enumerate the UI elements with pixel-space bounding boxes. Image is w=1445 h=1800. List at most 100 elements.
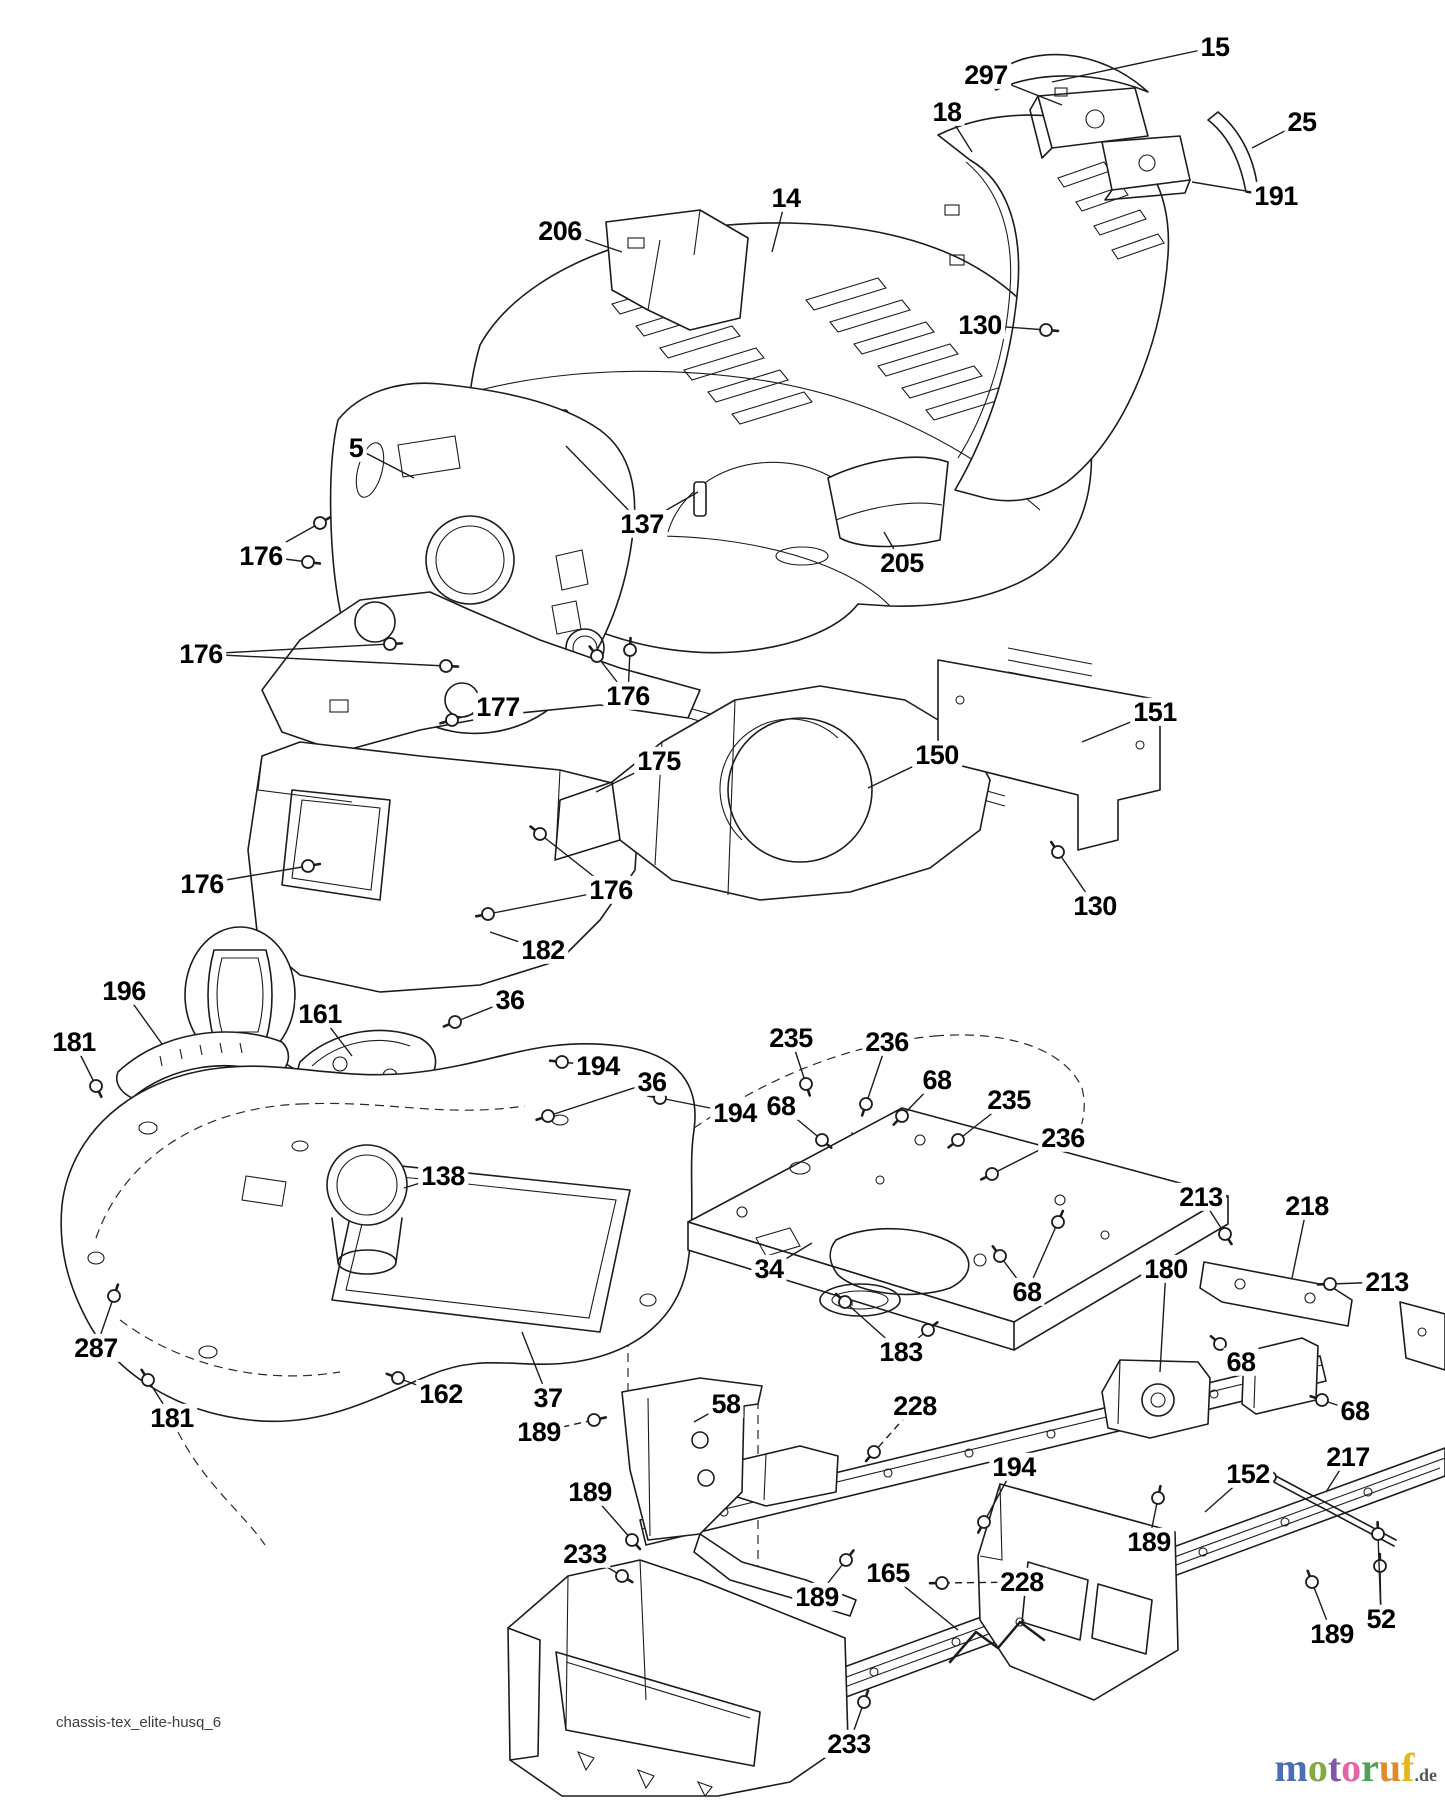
part-callout-287: 287 bbox=[71, 1333, 121, 1362]
fastener-icon bbox=[533, 827, 547, 841]
fastener-icon bbox=[921, 1323, 935, 1337]
fastener-icon bbox=[541, 1109, 555, 1123]
part-callout-233: 233 bbox=[824, 1729, 874, 1758]
fastener-icon bbox=[439, 659, 453, 673]
part-callout-138: 138 bbox=[418, 1161, 468, 1190]
fastener-icon bbox=[301, 859, 315, 873]
part-callout-36: 36 bbox=[634, 1067, 670, 1096]
fastener-icon bbox=[857, 1695, 871, 1709]
leader-line bbox=[200, 643, 391, 655]
part-callout-194: 194 bbox=[573, 1051, 623, 1080]
fastener-icon bbox=[815, 1133, 829, 1147]
logo-letter: t bbox=[1327, 1745, 1342, 1790]
fastener-icon bbox=[895, 1109, 909, 1123]
fastener-icon bbox=[1051, 845, 1065, 859]
part-callout-58: 58 bbox=[708, 1389, 744, 1418]
logo-letter: o bbox=[1341, 1745, 1362, 1790]
part-callout-235: 235 bbox=[984, 1085, 1034, 1114]
fastener-icon bbox=[1218, 1227, 1232, 1241]
fastener-icon bbox=[141, 1373, 155, 1387]
fastener-icon bbox=[89, 1079, 103, 1093]
part-callout-68: 68 bbox=[919, 1065, 955, 1094]
fastener-icon bbox=[448, 1015, 462, 1029]
part-callout-213: 213 bbox=[1362, 1267, 1412, 1296]
part-callout-137: 137 bbox=[617, 509, 667, 538]
part-callout-130: 130 bbox=[1070, 891, 1120, 920]
part-callout-189: 189 bbox=[1124, 1527, 1174, 1556]
leader-line bbox=[1051, 46, 1216, 83]
part-callout-236: 236 bbox=[862, 1027, 912, 1056]
fastener-icon bbox=[977, 1515, 991, 1529]
fastener-icon bbox=[587, 1413, 601, 1427]
part-callout-205: 205 bbox=[877, 548, 927, 577]
part-callout-25: 25 bbox=[1284, 107, 1320, 136]
logo-letter: u bbox=[1378, 1745, 1402, 1790]
logo-letter: o bbox=[1307, 1745, 1328, 1790]
fastener-icon bbox=[590, 649, 604, 663]
part-callout-37: 37 bbox=[530, 1383, 566, 1412]
blower-housing-150 bbox=[554, 685, 991, 901]
fastener-icon bbox=[555, 1055, 569, 1069]
leader-line bbox=[538, 1419, 595, 1433]
part-callout-176: 176 bbox=[176, 639, 226, 668]
logo-letter: r bbox=[1361, 1745, 1379, 1790]
part-callout-14: 14 bbox=[768, 183, 804, 212]
part-callout-194: 194 bbox=[710, 1098, 760, 1127]
part-callout-191: 191 bbox=[1251, 181, 1301, 210]
part-callout-5: 5 bbox=[345, 433, 367, 462]
fastener-icon bbox=[1051, 1215, 1065, 1229]
part-callout-175: 175 bbox=[634, 746, 684, 775]
fastener-icon bbox=[839, 1553, 853, 1567]
side-skirt-205 bbox=[827, 456, 949, 548]
part-callout-176: 176 bbox=[236, 541, 286, 570]
part-callout-182: 182 bbox=[518, 935, 568, 964]
fastener-icon bbox=[985, 1167, 999, 1181]
fastener-icon bbox=[838, 1295, 852, 1309]
part-callout-165: 165 bbox=[863, 1558, 913, 1587]
part-callout-189: 189 bbox=[792, 1582, 842, 1611]
motoruf-logo[interactable]: motoruf.de bbox=[1275, 1748, 1438, 1788]
fastener-icon bbox=[107, 1289, 121, 1303]
part-callout-68: 68 bbox=[1337, 1396, 1373, 1425]
part-callout-196: 196 bbox=[99, 976, 149, 1005]
part-callout-150: 150 bbox=[912, 740, 962, 769]
fastener-icon bbox=[445, 713, 459, 727]
part-callout-177: 177 bbox=[473, 692, 523, 721]
fastener-icon bbox=[481, 907, 495, 921]
part-callout-180: 180 bbox=[1141, 1254, 1191, 1283]
part-callout-162: 162 bbox=[416, 1379, 466, 1408]
part-callout-181: 181 bbox=[49, 1027, 99, 1056]
part-callout-297: 297 bbox=[961, 60, 1011, 89]
fastener-icon bbox=[623, 643, 637, 657]
fastener-icon bbox=[1213, 1337, 1227, 1351]
part-callout-213: 213 bbox=[1176, 1182, 1226, 1211]
fastener-icon bbox=[391, 1371, 405, 1385]
leader-line bbox=[200, 653, 447, 667]
part-callout-15: 15 bbox=[1197, 32, 1233, 61]
part-callout-36: 36 bbox=[492, 985, 528, 1014]
part-callout-181: 181 bbox=[147, 1403, 197, 1432]
fastener-icon bbox=[1315, 1393, 1329, 1407]
fastener-icon bbox=[625, 1533, 639, 1547]
fastener-icon bbox=[859, 1097, 873, 1111]
trim-strip-25 bbox=[1207, 111, 1259, 195]
part-callout-34: 34 bbox=[751, 1254, 787, 1283]
part-callout-52: 52 bbox=[1363, 1604, 1399, 1633]
logo-letter: m bbox=[1274, 1745, 1308, 1790]
part-callout-130: 130 bbox=[955, 310, 1005, 339]
fastener-icon bbox=[615, 1569, 629, 1583]
trim-strip-15 bbox=[987, 53, 1149, 97]
fastener-icon bbox=[1373, 1559, 1387, 1573]
seat-plate-34 bbox=[687, 1107, 1229, 1351]
foam-insert-191 bbox=[1101, 135, 1191, 201]
part-callout-161: 161 bbox=[295, 999, 345, 1028]
fastener-icon bbox=[799, 1077, 813, 1091]
part-callout-68: 68 bbox=[763, 1091, 799, 1120]
fastener-icon bbox=[1039, 323, 1053, 337]
part-callout-218: 218 bbox=[1282, 1191, 1332, 1220]
part-callout-176: 176 bbox=[603, 681, 653, 710]
support-bracket-151 bbox=[937, 647, 1161, 851]
part-callout-228: 228 bbox=[890, 1391, 940, 1420]
